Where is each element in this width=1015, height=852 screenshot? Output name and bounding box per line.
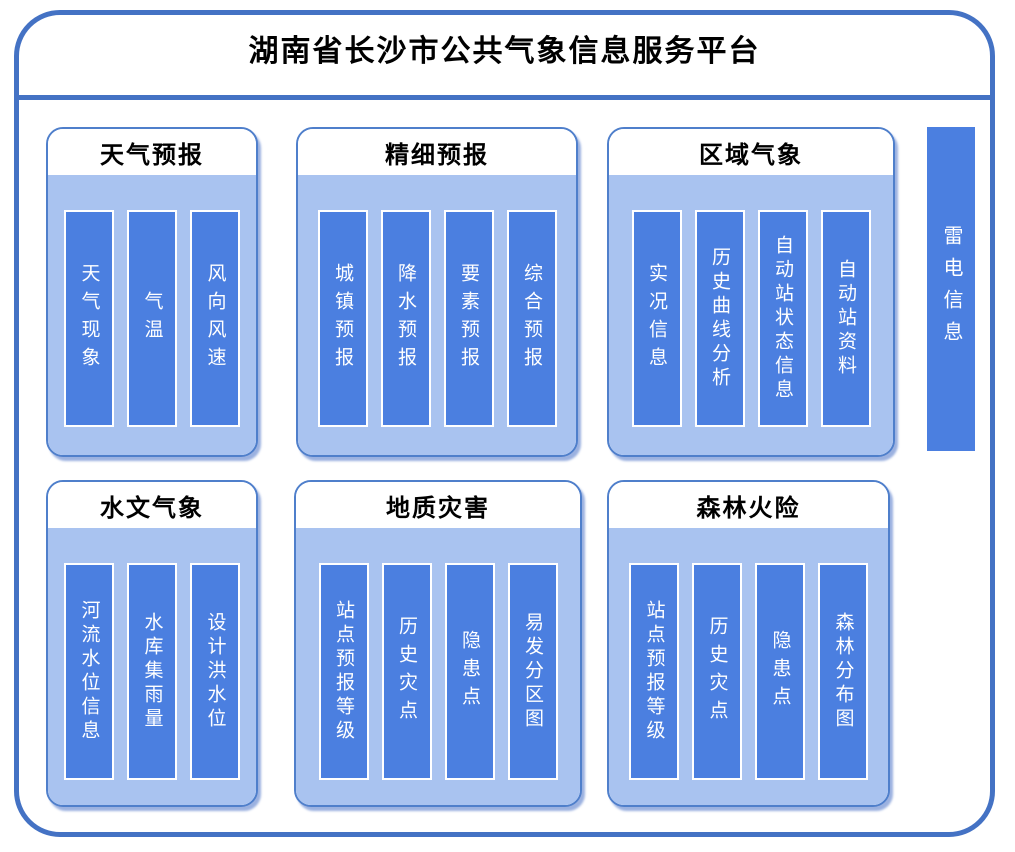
item-bar-label: 实况信息 [646,262,667,375]
item-bar-label: 森林分布图 [832,611,854,732]
item-bar: 易发分区图 [507,563,558,780]
item-bar-label: 设计洪水位 [204,611,226,732]
item-bar-label: 自动站资料 [835,258,856,379]
item-bar: 降水预报 [380,210,431,427]
item-bar-label: 自动站状态信息 [772,234,793,403]
panel-body: 站点预报等级 历史灾点 隐患点 森林分布图 [609,528,888,805]
panel-body: 天气现象 气温 风向风速 [48,175,256,455]
item-bar: 历史灾点 [692,563,742,780]
item-bar: 水库集雨量 [127,563,177,780]
page-title: 湖南省长沙市公共气象信息服务平台 [248,35,761,68]
lightning-info-bar: 雷电信息 [927,127,975,451]
item-bar: 河流水位信息 [64,563,114,780]
panel-forest-fire-risk: 森林火险 站点预报等级 历史灾点 隐患点 森林分布图 [607,480,890,807]
item-bar: 隐患点 [444,563,495,780]
panel-body: 城镇预报 降水预报 要素预报 综合预报 [298,175,576,455]
panel-regional-meteorology: 区域气象 实况信息 历史曲线分析 自动站状态信息 自动站资料 [607,127,895,457]
panel-fine-forecast: 精细预报 城镇预报 降水预报 要素预报 综合预报 [296,127,578,457]
panel-title: 天气预报 [48,129,256,175]
item-bar: 站点预报等级 [629,563,679,780]
item-bar-label: 易发分区图 [522,611,543,732]
item-bar-label: 城镇预报 [332,262,353,375]
panel-body: 河流水位信息 水库集雨量 设计洪水位 [48,528,256,805]
item-bar: 实况信息 [631,210,682,427]
item-bar: 站点预报等级 [318,563,369,780]
item-bar-label: 隐患点 [459,629,480,714]
item-bar-label: 要素预报 [458,262,479,375]
panel-body: 实况信息 历史曲线分析 自动站状态信息 自动站资料 [609,175,893,455]
item-bar: 综合预报 [506,210,557,427]
item-bar: 自动站资料 [820,210,871,427]
item-bar-label: 历史曲线分析 [709,246,730,391]
item-bar-label: 隐患点 [769,629,791,714]
item-bar: 要素预报 [443,210,494,427]
item-bar-label: 水库集雨量 [141,611,163,732]
item-bar: 设计洪水位 [190,563,240,780]
item-bar: 天气现象 [64,210,114,427]
item-bar-label: 站点预报等级 [643,599,665,744]
item-bar: 风向风速 [190,210,240,427]
title-divider [19,95,990,100]
lightning-info-label: 雷电信息 [940,225,962,353]
panel-weather-forecast: 天气预报 天气现象 气温 风向风速 [46,127,258,457]
panel-title: 水文气象 [48,482,256,528]
item-bar: 城镇预报 [317,210,368,427]
panel-body: 站点预报等级 历史灾点 隐患点 易发分区图 [296,528,580,805]
panel-hydrological-meteorology: 水文气象 河流水位信息 水库集雨量 设计洪水位 [46,480,258,807]
item-bar-label: 历史灾点 [396,615,417,728]
item-bar-label: 风向风速 [204,262,226,375]
panel-geological-disaster: 地质灾害 站点预报等级 历史灾点 隐患点 易发分区图 [294,480,582,807]
item-bar-label: 历史灾点 [706,615,728,728]
item-bar: 历史灾点 [381,563,432,780]
item-bar-label: 天气现象 [78,262,100,375]
item-bar-label: 河流水位信息 [78,599,100,744]
item-bar-label: 气温 [141,290,163,347]
item-bar: 历史曲线分析 [694,210,745,427]
item-bar: 隐患点 [755,563,805,780]
item-bar: 自动站状态信息 [757,210,808,427]
item-bar-label: 降水预报 [395,262,416,375]
item-bar-label: 综合预报 [521,262,542,375]
item-bar-label: 站点预报等级 [333,599,354,744]
item-bar: 森林分布图 [818,563,868,780]
outer-frame: 湖南省长沙市公共气象信息服务平台 [14,10,995,837]
panel-title: 精细预报 [298,129,576,175]
panel-title: 区域气象 [609,129,893,175]
item-bar: 气温 [127,210,177,427]
panel-title: 地质灾害 [296,482,580,528]
panel-title: 森林火险 [609,482,888,528]
